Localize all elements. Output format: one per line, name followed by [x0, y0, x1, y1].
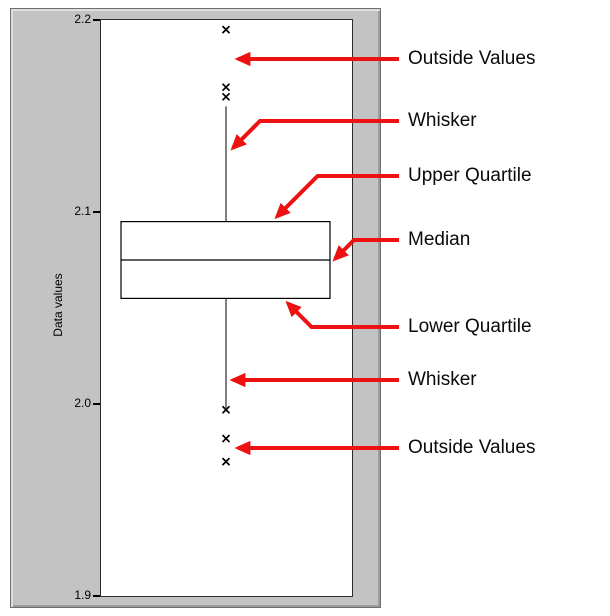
annotation-label: Whisker: [408, 369, 477, 390]
plot-area: [100, 19, 353, 597]
annotation-label: Lower Quartile: [408, 316, 532, 337]
y-axis-label: Data values: [51, 273, 65, 337]
y-tick-label: 1.9: [74, 588, 91, 602]
annotation-label: Median: [408, 229, 471, 250]
annotation-label: Whisker: [408, 110, 477, 131]
annotation-label: Upper Quartile: [408, 165, 532, 186]
annotation-label: Outside Values: [408, 437, 536, 458]
annotation-label: Outside Values: [408, 48, 536, 69]
y-tick-label: 2.2: [74, 12, 91, 26]
y-tick-label: 2.1: [74, 204, 91, 218]
y-tick-label: 2.0: [74, 396, 91, 410]
